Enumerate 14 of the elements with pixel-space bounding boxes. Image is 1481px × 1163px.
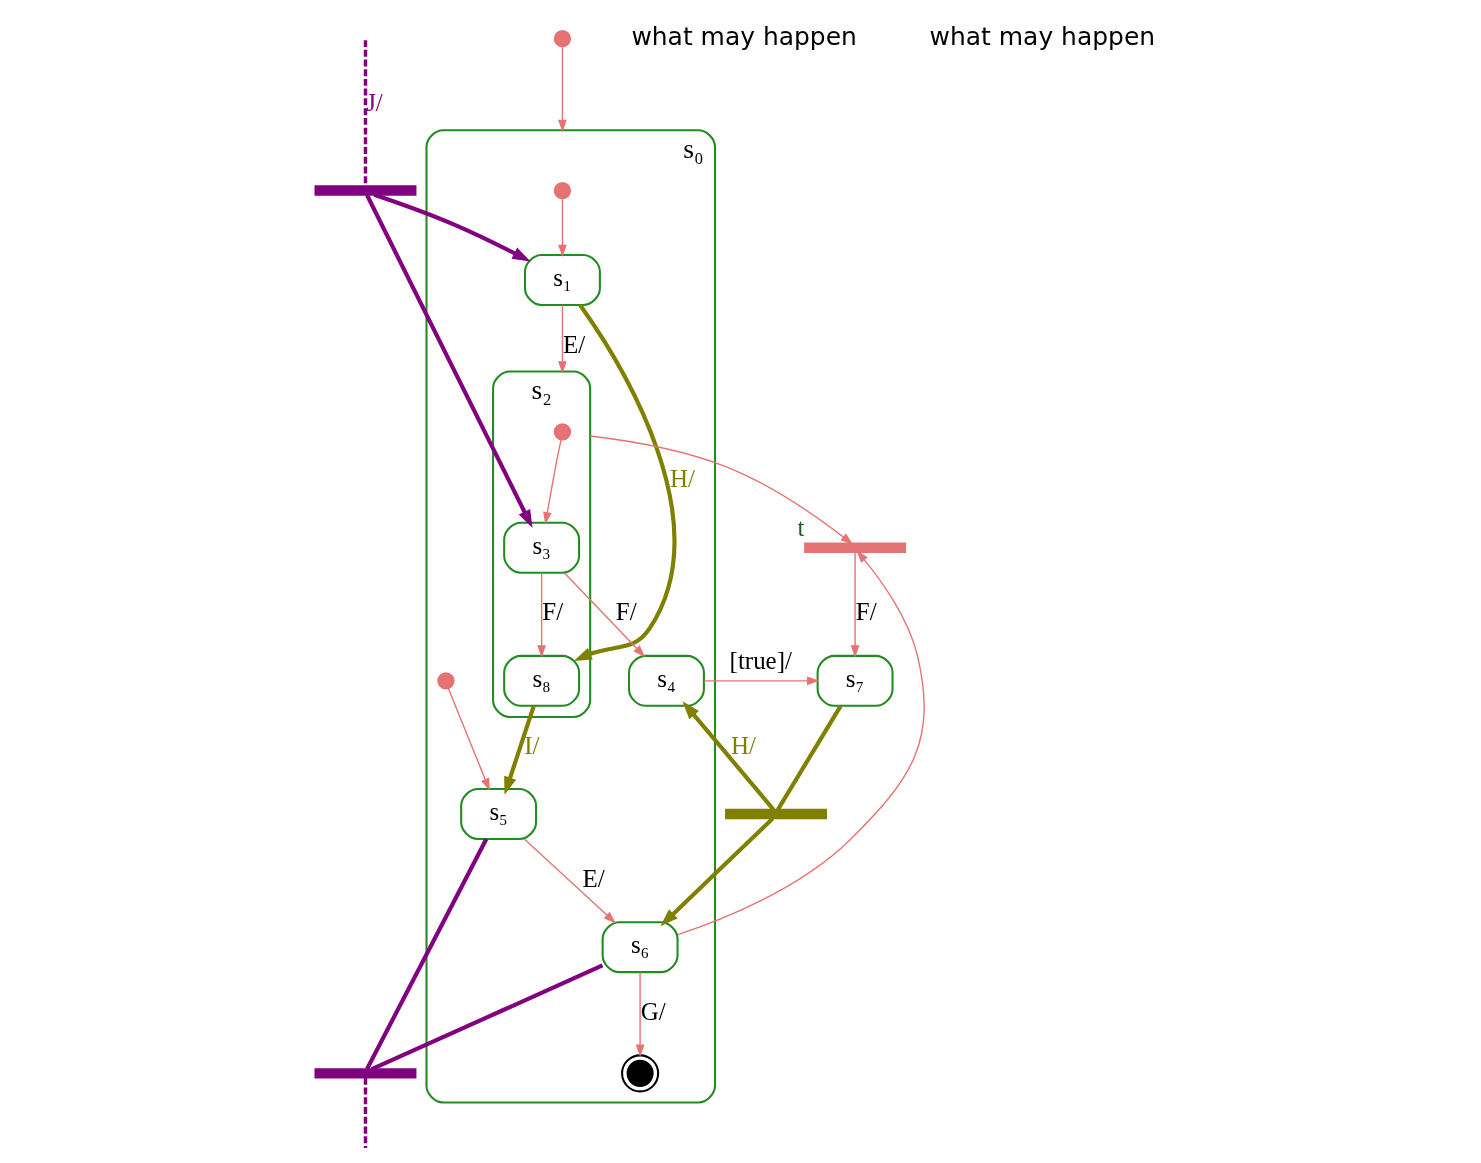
node-label: t	[797, 513, 804, 541]
edge-label: G/	[640, 997, 666, 1025]
label: what may happen	[630, 21, 857, 51]
label: what may happen	[929, 21, 1155, 51]
edge-label: J/	[365, 89, 383, 117]
edge-label: E/	[582, 864, 605, 892]
edge-label: F/	[541, 598, 563, 626]
edge-label: H/	[669, 465, 695, 493]
edge-label: E/	[562, 330, 585, 358]
edge-label: [true]/	[729, 646, 792, 674]
edge-label: I/	[523, 731, 540, 759]
edge-label: H/	[730, 731, 756, 759]
edge-label: F/	[855, 598, 877, 626]
edge-label: F/	[615, 598, 637, 626]
